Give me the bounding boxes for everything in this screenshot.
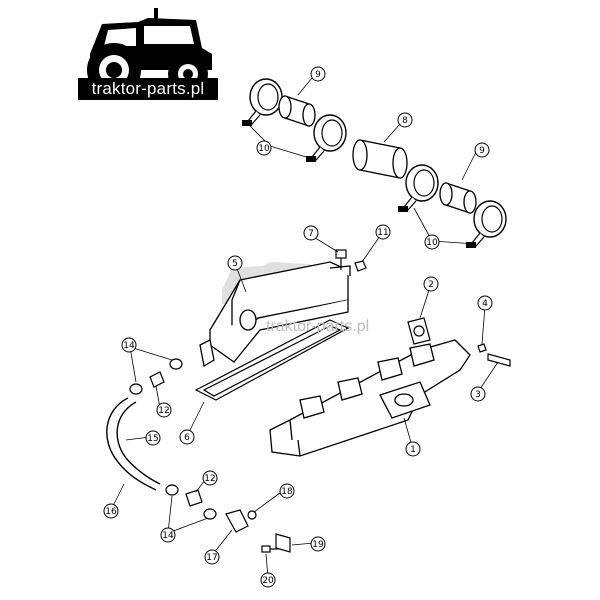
manifold-gasket-flange: [407, 317, 431, 345]
callout-18: 18: [279, 483, 295, 499]
callout-number: 18: [281, 487, 293, 497]
elbow-fitting: [225, 509, 257, 533]
exhaust-clamp-upper-left: [241, 78, 283, 127]
manifold-stud: [477, 343, 511, 367]
callout-7: 7: [303, 225, 319, 241]
callout-12: 12: [156, 402, 172, 418]
callout-number: 4: [482, 299, 488, 309]
exhaust-pipe: [352, 139, 408, 179]
callout-number: 6: [184, 433, 190, 443]
callout-8: 8: [397, 112, 413, 128]
callout-number: 20: [262, 576, 274, 586]
callout-12: 12: [202, 470, 218, 486]
callout-number: 14: [123, 341, 135, 351]
leader-lines: [111, 77, 499, 579]
intake-manifold: [199, 261, 351, 368]
exhaust-manifold: [269, 339, 471, 457]
callout-number: 5: [232, 259, 238, 269]
callout-9: 9: [474, 142, 490, 158]
callout-9: 9: [310, 66, 326, 82]
callout-number: 19: [312, 540, 324, 550]
callout-6: 6: [179, 429, 195, 445]
callout-number: 12: [204, 474, 215, 484]
callout-5: 5: [227, 255, 243, 271]
callout-number: 16: [105, 507, 117, 517]
bracket: [275, 533, 291, 553]
callout-number: 2: [428, 280, 434, 290]
callout-14: 14: [160, 527, 176, 543]
callout-number: 9: [479, 146, 485, 156]
callout-number: 10: [426, 238, 438, 248]
manifold-bolt: [335, 249, 347, 270]
exhaust-sleeve-lower: [439, 182, 477, 214]
callout-3: 3: [470, 386, 486, 402]
callout-14: 14: [121, 337, 137, 353]
callout-15: 15: [145, 430, 161, 446]
callout-number: 10: [258, 144, 270, 154]
coolant-hose: [106, 397, 161, 491]
hose-connector-lower: [185, 489, 203, 507]
callout-number: 12: [158, 406, 169, 416]
intake-gasket: [194, 319, 350, 401]
callout-20: 20: [260, 572, 276, 588]
callout-number: 11: [377, 228, 388, 238]
callout-16: 16: [103, 503, 119, 519]
callout-1: 1: [405, 441, 421, 457]
callout-2: 2: [423, 276, 439, 292]
callout-number: 8: [402, 116, 408, 126]
logo-text: traktor-parts.pl: [78, 78, 218, 100]
callout-number: 15: [147, 434, 158, 444]
exhaust-sleeve-upper: [278, 95, 316, 127]
callout-number: 1: [410, 445, 416, 455]
callout-number: 17: [206, 553, 217, 563]
callout-11: 11: [375, 224, 391, 240]
manifold-nut: [354, 260, 367, 272]
callout-17: 17: [204, 549, 220, 565]
callout-4: 4: [477, 295, 493, 311]
watermark-text: traktor-parts.pl: [266, 318, 370, 335]
hose-connector-upper: [149, 371, 165, 388]
callout-10: 10: [424, 234, 440, 250]
callout-number: 9: [315, 70, 321, 80]
callout-number: 7: [308, 229, 314, 239]
callout-number: 14: [162, 531, 174, 541]
callout-number: 3: [475, 390, 481, 400]
bracket-bolt: [261, 545, 278, 553]
callout-19: 19: [310, 536, 326, 552]
hose-clamp-lower: [165, 484, 217, 520]
hose-clamp-upper: [129, 358, 183, 395]
callout-10: 10: [256, 140, 272, 156]
